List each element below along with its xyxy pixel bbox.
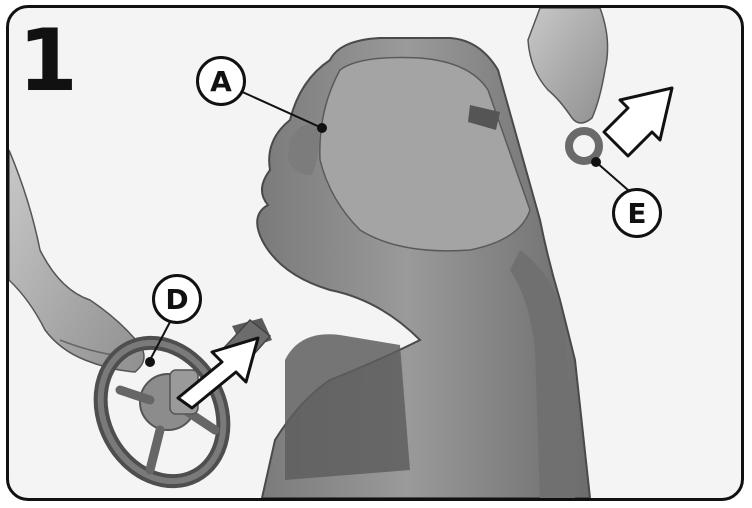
washer [565,127,603,165]
steering-wheel [93,335,231,489]
left-hand [9,149,145,373]
callout-leaders [145,89,629,367]
dashboard-part [256,37,592,498]
right-hand [527,8,609,124]
callout-d: D [152,274,202,324]
washer-arrow [602,86,674,158]
insert-arrow [176,336,260,410]
callout-a: A [196,56,246,106]
step-number: 1 [18,11,78,111]
callout-e: E [612,188,662,238]
